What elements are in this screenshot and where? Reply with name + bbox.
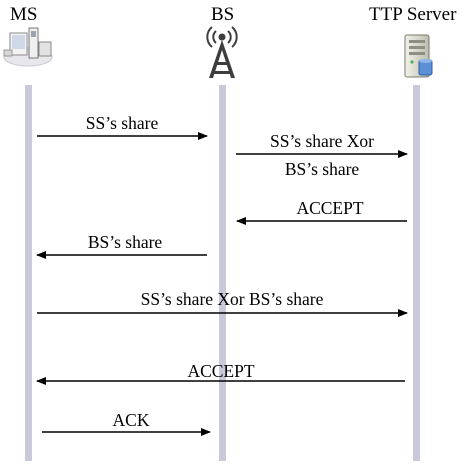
message-label-7: ACK (113, 410, 150, 430)
message-label-1: SS’s share (86, 113, 159, 133)
lifeline-bs (219, 85, 226, 461)
participant-label-ms: MS (10, 4, 37, 25)
message-label-5: SS’s share Xor BS’s share (141, 289, 324, 309)
message-label-2-line-2: BS’s share (285, 159, 360, 179)
cell-tower-icon (206, 26, 238, 78)
message-label-3: ACCEPT (296, 198, 363, 218)
server-icon (404, 34, 433, 78)
lifeline-ms (25, 85, 32, 461)
message-label-2-line-1: SS’s share Xor (270, 131, 374, 151)
participant-label-bs: BS (211, 4, 234, 25)
lifeline-ttp (413, 85, 420, 461)
message-label-4: BS’s share (88, 232, 163, 252)
participant-label-ttp: TTP Server (369, 4, 457, 25)
message-label-6: ACCEPT (187, 361, 254, 381)
mobile-station-icon (3, 27, 53, 67)
